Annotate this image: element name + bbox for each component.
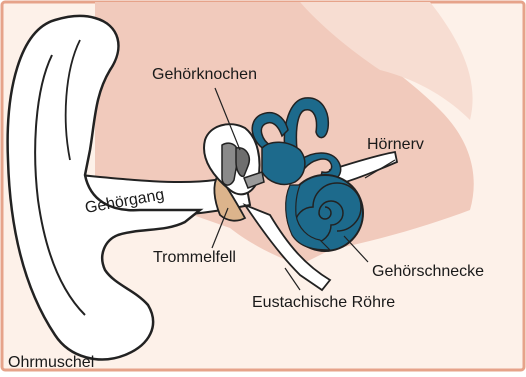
label-eustachian-tube: Eustachische Röhre — [252, 294, 395, 311]
label-eardrum: Trommelfell — [153, 249, 236, 266]
label-ossicles: Gehörknochen — [152, 66, 257, 83]
vestibule — [262, 142, 305, 184]
label-outer-ear: Ohrmuschel — [8, 354, 94, 371]
label-auditory-nerve: Hörnerv — [367, 136, 424, 153]
label-cochlea: Gehörschnecke — [372, 263, 484, 280]
